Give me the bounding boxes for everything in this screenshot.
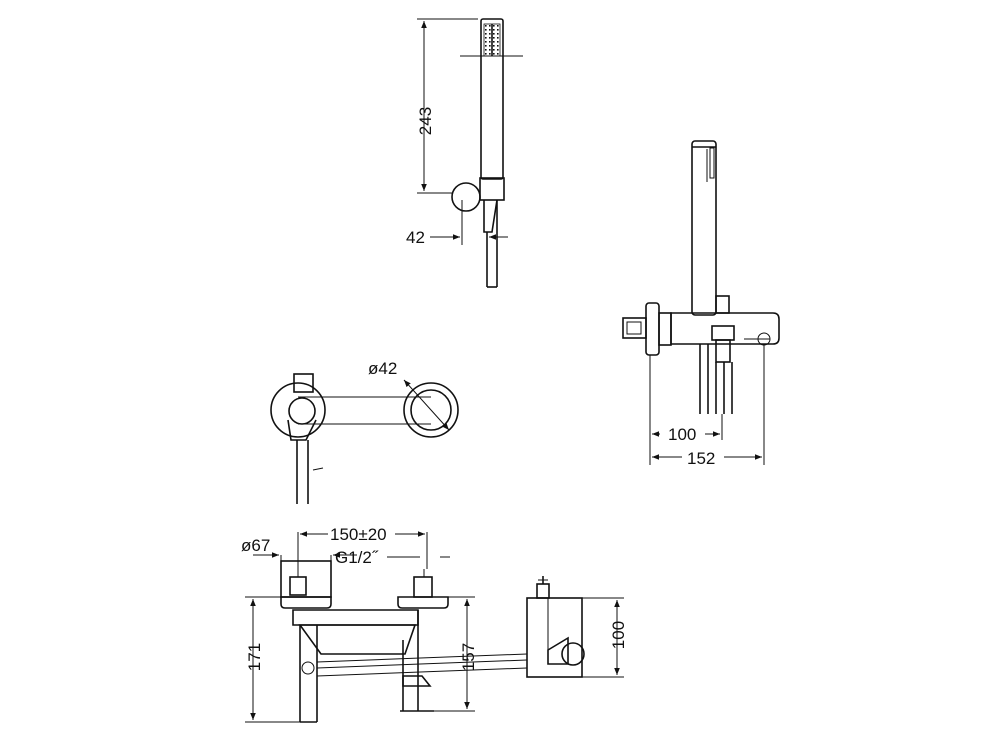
dim-center-distance: 150±20 bbox=[330, 525, 387, 544]
dim-flange-diameter: ø67 bbox=[241, 536, 270, 555]
mixer-top-view bbox=[270, 373, 459, 504]
dim-holder-offset: 42 bbox=[406, 228, 425, 247]
dim-spout-reach: 100 bbox=[668, 425, 696, 444]
mixer-side-small-view bbox=[526, 576, 624, 678]
handshower-front-view bbox=[417, 18, 523, 288]
mixer-front-view bbox=[245, 531, 528, 723]
dim-knob-diameter: ø42 bbox=[368, 359, 397, 378]
dim-overall-height: 171 bbox=[245, 643, 264, 671]
dim-body-height: 157 bbox=[459, 643, 478, 671]
mixer-side-view bbox=[622, 140, 780, 465]
dim-handshower-height: 243 bbox=[416, 107, 435, 135]
dim-side-height: 100 bbox=[609, 621, 628, 649]
dim-body-depth: 152 bbox=[687, 449, 715, 468]
dim-thread-size: G1/2˝ bbox=[335, 548, 379, 567]
